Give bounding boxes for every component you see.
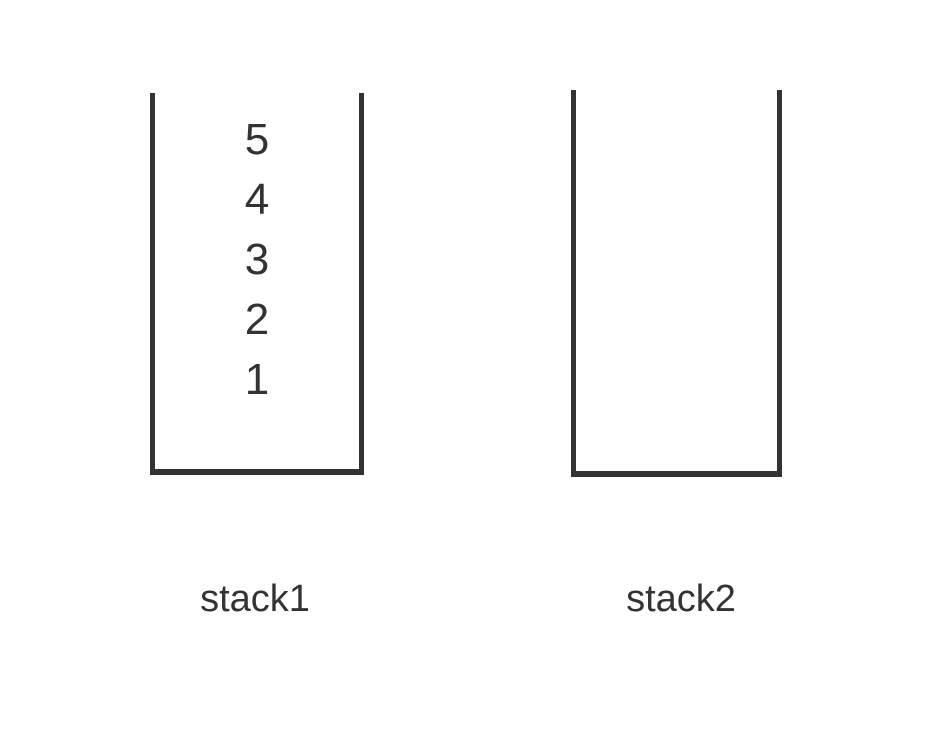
stack1-label: stack1 xyxy=(200,578,310,620)
stack1-item-bottom: 1 xyxy=(244,355,270,404)
stack2-label: stack2 xyxy=(626,578,736,620)
stack1-item: 3 xyxy=(244,235,270,284)
stack1-item: 2 xyxy=(244,295,270,344)
stack1-item-top: 5 xyxy=(244,115,270,164)
stack2-container xyxy=(571,90,782,477)
stack1-item: 4 xyxy=(244,175,270,224)
stack1-container: 5 4 3 2 1 xyxy=(150,93,364,475)
